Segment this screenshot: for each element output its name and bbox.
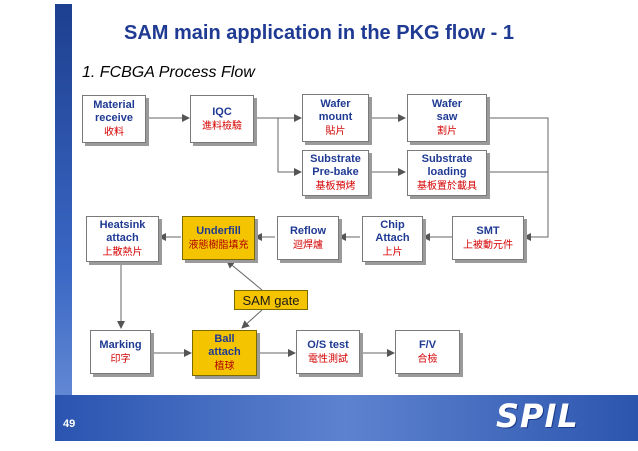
left-decor-band bbox=[55, 4, 72, 441]
box-label-zh: 上散熱片 bbox=[102, 247, 143, 258]
box-label: Wafer bbox=[431, 98, 463, 110]
box-label: Chip bbox=[380, 219, 405, 231]
footer-band bbox=[55, 395, 638, 441]
box-label: mount bbox=[318, 111, 353, 123]
box-iqc: IQC 進料檢驗 bbox=[190, 95, 254, 143]
box-label: F/V bbox=[418, 338, 437, 351]
box-label: Attach bbox=[375, 232, 410, 244]
box-label: Substrate bbox=[421, 153, 473, 165]
box-fv: F/V 合檢 bbox=[395, 330, 460, 374]
box-material-receive: Material receive 收料 bbox=[82, 95, 146, 143]
slide-title: SAM main application in the PKG flow - 1 bbox=[123, 22, 515, 44]
box-label-zh: 割片 bbox=[437, 126, 457, 137]
box-label: Heatsink bbox=[99, 219, 146, 231]
box-label: attach bbox=[208, 346, 241, 358]
box-label-zh: 印字 bbox=[110, 353, 131, 365]
box-label: SMT bbox=[476, 224, 500, 237]
box-label-zh: 基板預烤 bbox=[315, 181, 356, 192]
arrow-gate-ball bbox=[241, 309, 263, 329]
box-label-zh: 上片 bbox=[382, 247, 403, 258]
box-underfill: Underfill 液態樹脂填充 bbox=[182, 216, 255, 260]
box-label: Pre-bake bbox=[312, 166, 359, 178]
box-chip-attach: Chip Attach 上片 bbox=[362, 216, 423, 262]
box-heatsink-attach: Heatsink attach 上散熱片 bbox=[86, 216, 159, 262]
box-label: Material bbox=[93, 99, 135, 111]
box-label: Underfill bbox=[196, 224, 241, 237]
box-reflow: Reflow 迴焊爐 bbox=[277, 216, 339, 260]
box-substrate-prebake: Substrate Pre-bake 基板預烤 bbox=[302, 150, 369, 196]
box-wafer-saw: Wafer saw 割片 bbox=[407, 94, 487, 142]
box-label-zh: 合檢 bbox=[417, 353, 438, 365]
box-label: Marking bbox=[99, 338, 142, 351]
box-label: Reflow bbox=[289, 224, 327, 237]
box-os-test: O/S test 電性測試 bbox=[296, 330, 360, 374]
box-label: O/S test bbox=[307, 338, 349, 351]
sam-gate-callout: SAM gate bbox=[234, 290, 308, 310]
box-label: Wafer bbox=[320, 98, 351, 110]
box-label-zh: 迴焊爐 bbox=[293, 239, 323, 251]
box-label-zh: 上被動元件 bbox=[463, 239, 513, 251]
box-label: attach bbox=[106, 232, 139, 244]
box-marking: Marking 印字 bbox=[90, 330, 151, 374]
title-area bbox=[72, 4, 638, 74]
box-label-zh: 基板置於載具 bbox=[417, 181, 477, 192]
box-label-zh: 電性測試 bbox=[308, 353, 348, 365]
box-label-zh: 貼片 bbox=[325, 126, 346, 137]
box-label: receive bbox=[95, 112, 133, 124]
box-substrate-loading: Substrate loading 基板置於載具 bbox=[407, 150, 487, 196]
box-smt: SMT 上被動元件 bbox=[452, 216, 524, 260]
box-label-zh: 收料 bbox=[104, 127, 124, 138]
box-label-zh: 液態樹脂填充 bbox=[188, 239, 249, 251]
box-label: Ball bbox=[214, 333, 235, 345]
box-label-zh: 進料檢驗 bbox=[202, 120, 242, 132]
page-number: 49 bbox=[63, 418, 76, 430]
spil-logo: SPIL bbox=[496, 397, 579, 435]
box-label-zh: 植球 bbox=[214, 361, 235, 372]
arrow-gate-underfill bbox=[226, 260, 263, 291]
arrow-iqc-prebake bbox=[277, 118, 302, 176]
box-label: loading bbox=[427, 166, 467, 178]
box-label: saw bbox=[436, 111, 458, 123]
box-ball-attach: Ball attach 植球 bbox=[192, 330, 257, 376]
box-label: IQC bbox=[212, 105, 232, 118]
arrow-wafersaw-smt bbox=[487, 117, 549, 241]
slide-subtitle: 1. FCBGA Process Flow bbox=[82, 64, 255, 81]
box-label: Substrate bbox=[310, 153, 361, 165]
box-wafer-mount: Wafer mount 貼片 bbox=[302, 94, 369, 142]
